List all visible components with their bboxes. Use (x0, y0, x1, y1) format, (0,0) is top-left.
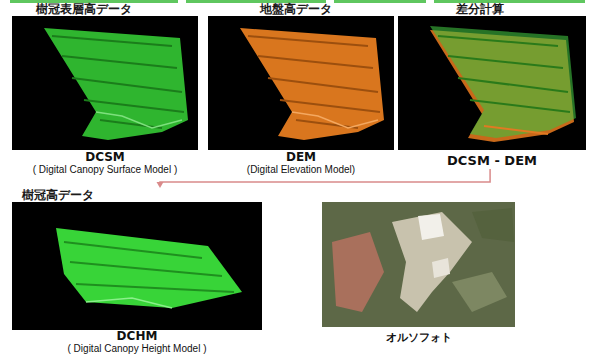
difference-image (398, 16, 586, 150)
panel-heading: 樹冠高データ (10, 188, 264, 202)
image-panel: オルソフォト (320, 202, 517, 345)
panel-heading: 地盤高データ (206, 2, 396, 16)
model-name: DEM (206, 150, 396, 164)
dcsm-image (12, 16, 198, 150)
image-space (10, 202, 264, 330)
model-description: ( Digital Canopy Height Model ) (10, 343, 264, 355)
image-space (396, 16, 588, 150)
model-name: DCHM (10, 330, 264, 343)
dchm-image (12, 202, 262, 330)
image-panel: 樹冠高データ DCHM( Digital Canopy Height Model … (10, 188, 264, 355)
model-name: DCSM - DEM (396, 153, 588, 168)
image-space (320, 202, 517, 327)
model-description: (Digital Elevation Model) (206, 164, 396, 176)
model-name: DCSM (10, 150, 200, 164)
image-panel: 樹冠表層高データ DCSM( Digital Canopy Surface Mod… (10, 2, 200, 176)
image-panel: 地盤高データ DEM(Digital Elevation Model) (206, 2, 396, 176)
orthophoto-image (322, 202, 515, 327)
panel-heading: 差分計算 (396, 2, 588, 16)
panel-heading: 樹冠表層高データ (10, 2, 200, 16)
model-description: ( Digital Canopy Surface Model ) (10, 164, 200, 176)
image-space (206, 16, 396, 150)
image-space (10, 16, 200, 150)
model-name: オルソフォト (320, 331, 517, 345)
dem-image (208, 16, 394, 150)
image-panel: 差分計算 DCSM - DEM (396, 2, 588, 168)
